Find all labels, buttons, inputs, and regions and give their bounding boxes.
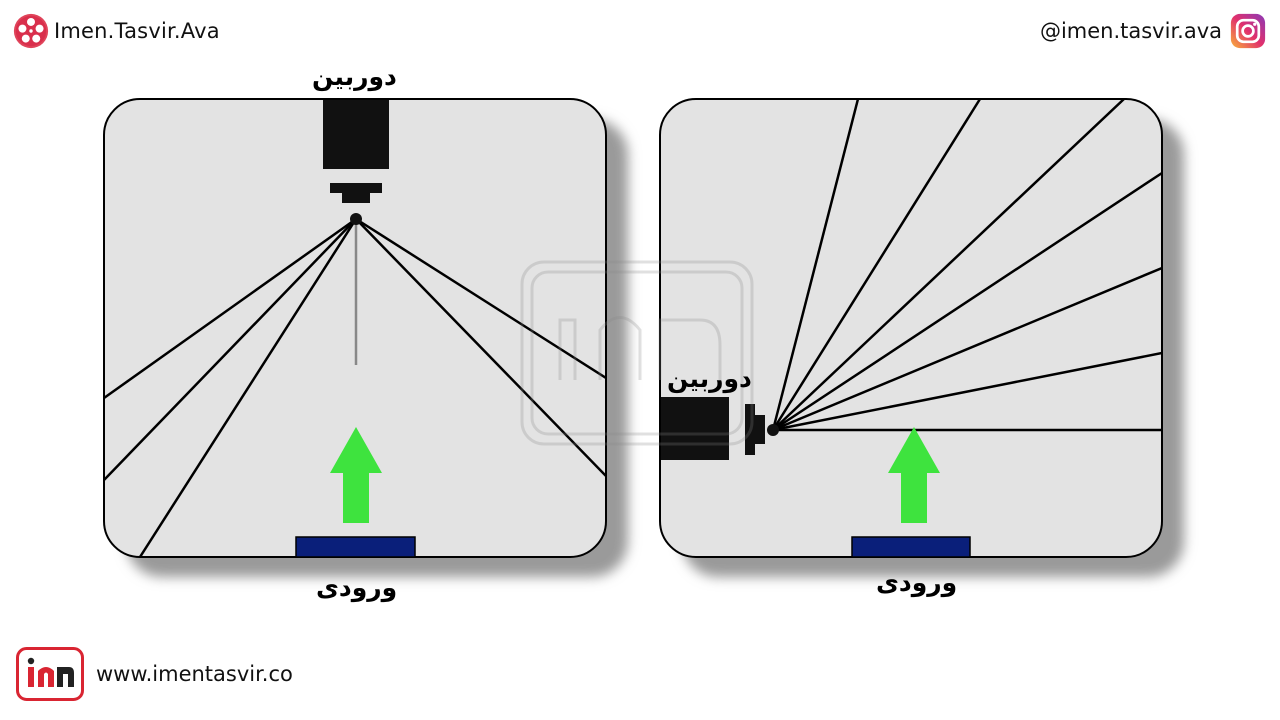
view-lines-left: [104, 217, 606, 557]
film-reel-icon: [13, 13, 49, 49]
camera-label-left: دوربین: [312, 62, 397, 91]
camera-focal-point-right: [767, 424, 779, 436]
camera-lens-right: [745, 404, 765, 455]
watermark-logo: [520, 260, 754, 446]
brand-name: Imen.Tasvir.Ava: [54, 19, 220, 43]
entrance-label-right: ورودی: [876, 568, 958, 597]
diagram-left: [103, 98, 628, 577]
entrance-bar-right: [851, 536, 971, 558]
instagram-icon[interactable]: [1230, 13, 1266, 49]
brand-header-right: @imen.tasvir.ava: [1040, 13, 1266, 49]
camera-focal-point-left: [350, 213, 362, 225]
website-link[interactable]: www.imentasvir.co: [96, 662, 293, 686]
diagram-right: [659, 98, 1184, 577]
imentasvir-logo-icon: [16, 647, 84, 701]
camera-label-right: دوربین: [667, 364, 752, 393]
direction-arrow-left: [330, 427, 382, 523]
brand-header-left: Imen.Tasvir.Ava: [12, 12, 220, 50]
instagram-handle[interactable]: @imen.tasvir.ava: [1039, 19, 1222, 43]
entrance-bar-left: [295, 536, 416, 558]
camera-lens-left: [330, 183, 382, 203]
view-lines-right: [771, 99, 1162, 432]
camera-body-right: [661, 397, 729, 460]
direction-arrow-right: [888, 427, 940, 523]
camera-body-left: [323, 100, 389, 169]
brand-footer: www.imentasvir.co: [16, 647, 293, 701]
entrance-label-left: ورودی: [316, 573, 398, 602]
